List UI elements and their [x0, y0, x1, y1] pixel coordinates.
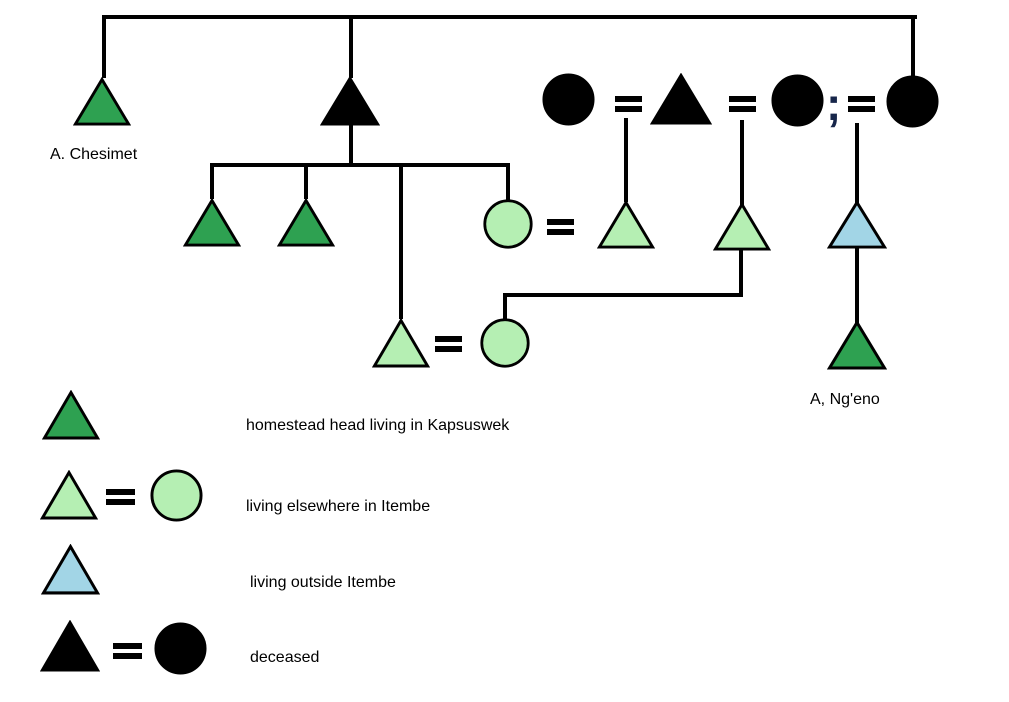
legend-label-deceased: deceased — [250, 649, 320, 666]
person-deceased-wife-3-circle — [886, 75, 939, 128]
descent-line-marriage-1 — [624, 118, 628, 202]
person-son-itembe-3-triangle — [372, 318, 430, 368]
connector-down-from-son — [739, 249, 743, 295]
legend-equals-icon-2 — [113, 643, 142, 659]
person-husband-itembe-triangle — [597, 200, 655, 249]
person-deceased-wife-1-circle — [542, 73, 595, 126]
legend-black-circle-icon — [154, 622, 207, 675]
person-son-itembe-2-triangle — [713, 202, 771, 251]
descent-line-ngeno — [855, 247, 859, 323]
legend-equals-icon-1 — [106, 489, 135, 505]
connector-to-wife — [503, 295, 507, 319]
descent-line-marriage-2 — [740, 120, 744, 205]
marriage-equals-4 — [547, 219, 574, 235]
person-deceased-husband-triangle — [650, 73, 712, 125]
marriage-equals-5 — [435, 336, 462, 352]
sibling-line — [210, 163, 510, 167]
drop-line-father — [349, 15, 353, 78]
person-wife-itembe-circle — [480, 318, 530, 368]
legend-green-triangle-icon — [42, 390, 100, 440]
person-deceased-wife-2-circle — [771, 74, 824, 127]
legend-blue-triangle-icon — [41, 544, 100, 595]
legend-label-outside: living outside Itembe — [250, 574, 396, 591]
drop-line-son-1 — [210, 163, 214, 199]
drop-line-wife-3 — [911, 15, 915, 76]
drop-line-daughter — [506, 163, 510, 200]
person-a-chesimet-triangle — [73, 77, 131, 126]
top-generation-line — [102, 15, 917, 19]
label-a-ngeno: A, Ng'eno — [810, 391, 880, 408]
person-son-outside-itembe-triangle — [827, 200, 887, 249]
descent-line-marriage-3 — [855, 123, 859, 204]
legend-lightgreen-circle-icon — [150, 469, 203, 522]
drop-line-chesimet — [102, 15, 106, 78]
legend-black-triangle-icon — [40, 620, 100, 672]
label-a-chesimet: A. Chesimet — [50, 146, 138, 163]
person-son-kapsuswek-2-triangle — [277, 198, 335, 247]
legend-label-itembe: living elsewhere in Itembe — [246, 498, 431, 515]
person-daughter-itembe-circle — [483, 199, 533, 249]
drop-line-son-3 — [399, 163, 403, 319]
marriage-equals-1 — [615, 96, 642, 112]
connector-horizontal — [503, 293, 743, 297]
separator-semicolon: ; — [826, 78, 842, 130]
descent-line-father — [349, 125, 353, 167]
marriage-equals-2 — [729, 96, 756, 112]
legend-lightgreen-triangle-icon — [40, 470, 98, 520]
marriage-equals-3 — [848, 96, 875, 112]
legend-label-kapsuswek: homestead head living in Kapsuswek — [246, 417, 510, 434]
person-son-kapsuswek-1-triangle — [183, 198, 241, 247]
drop-line-son-2 — [304, 163, 308, 199]
person-deceased-father-triangle — [320, 76, 380, 126]
person-a-ngeno-triangle — [827, 320, 887, 370]
